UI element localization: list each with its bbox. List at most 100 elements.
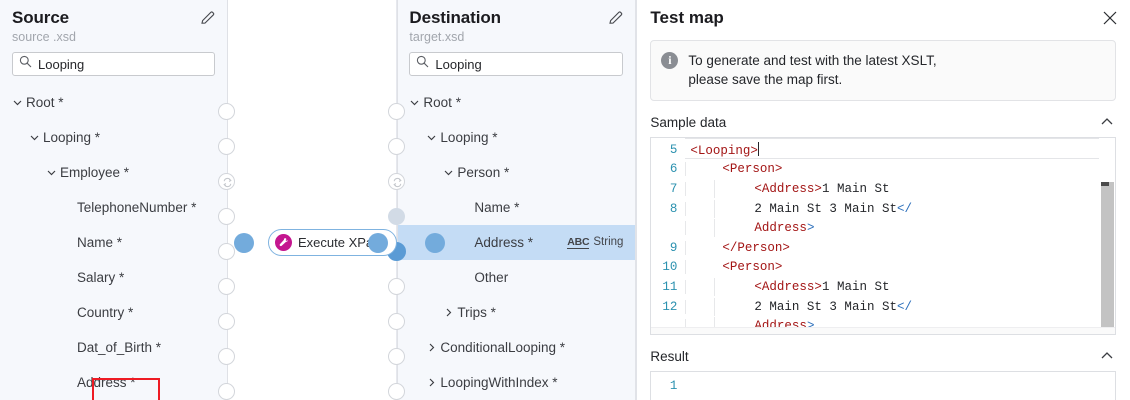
tree-row-label: ConditionalLooping * xyxy=(440,340,566,355)
banner-line-2: please save the map first. xyxy=(688,72,843,87)
tree-row[interactable]: TelephoneNumber * xyxy=(0,190,227,225)
tree-row[interactable]: Address * xyxy=(0,365,227,400)
line-number: 1 xyxy=(669,378,678,393)
code-line[interactable]: 10<Person> xyxy=(651,258,1115,278)
chevron-down-icon[interactable] xyxy=(27,132,41,143)
connection-handle[interactable] xyxy=(388,138,406,155)
connection-handle[interactable] xyxy=(218,348,235,365)
editor-vertical-scrollbar[interactable] xyxy=(1101,139,1114,334)
active-line-bottom-border xyxy=(685,158,1099,159)
tree-row[interactable]: Salary * xyxy=(0,260,227,295)
text-caret xyxy=(757,141,759,156)
connection-handle[interactable] xyxy=(388,103,406,120)
tree-row[interactable]: Employee * xyxy=(0,155,227,190)
code-line[interactable]: 9</Person> xyxy=(651,238,1115,258)
close-icon[interactable] xyxy=(1100,8,1120,28)
line-number: 11 xyxy=(662,279,678,294)
editor-horizontal-scrollbar[interactable] xyxy=(651,327,1115,334)
tree-row[interactable]: Person * xyxy=(397,155,635,190)
tree-row[interactable]: Name * xyxy=(397,190,635,225)
destination-search-input[interactable] xyxy=(435,56,617,72)
connection-handle[interactable] xyxy=(388,208,406,225)
line-number: 10 xyxy=(662,260,678,275)
connection-handle[interactable] xyxy=(218,103,235,120)
tree-row-label: Dat_of_Birth * xyxy=(77,340,162,355)
pencil-icon[interactable] xyxy=(199,9,217,27)
destination-search-box[interactable] xyxy=(409,52,624,76)
code-text: <Address>1 Main St xyxy=(685,277,1115,296)
sample-data-section-header[interactable]: Sample data xyxy=(636,101,1130,137)
pencil-icon[interactable] xyxy=(607,9,625,27)
tree-row-label: Person * xyxy=(457,165,510,180)
result-code[interactable]: 1 xyxy=(651,372,1115,396)
connection-handle[interactable] xyxy=(388,383,406,400)
save-map-info-banner: i To generate and test with the latest X… xyxy=(650,40,1116,101)
node-input-port[interactable] xyxy=(234,233,254,253)
loop-handle[interactable] xyxy=(218,173,235,190)
code-line[interactable]: 1 xyxy=(651,376,1115,396)
chevron-down-icon[interactable] xyxy=(441,167,455,178)
tree-row[interactable]: Name * xyxy=(0,225,227,260)
tree-row[interactable]: Dat_of_Birth * xyxy=(0,330,227,365)
result-section-header[interactable]: Result xyxy=(636,335,1130,371)
connection-handle[interactable] xyxy=(218,208,235,225)
connection-handle[interactable] xyxy=(218,313,235,330)
chevron-right-icon[interactable] xyxy=(441,307,455,318)
chevron-down-icon[interactable] xyxy=(407,97,421,108)
chevron-down-icon[interactable] xyxy=(424,132,438,143)
connection-handle[interactable] xyxy=(388,278,406,295)
destination-schema-panel: Destination target.xsd Root *Looping *Pe… xyxy=(387,0,637,400)
xpath-function-icon xyxy=(275,234,292,251)
result-vertical-scrollbar[interactable] xyxy=(1101,373,1114,400)
connection-handle[interactable] xyxy=(218,138,235,155)
tree-row[interactable]: Root * xyxy=(397,85,635,120)
indent-guide xyxy=(714,317,716,334)
destination-panel-title: Destination xyxy=(409,8,501,27)
tree-row[interactable]: ConditionalLooping * xyxy=(397,330,635,365)
tree-row[interactable]: LoopingWithIndex * xyxy=(397,365,635,400)
line-number: 5 xyxy=(669,142,678,157)
chevron-up-icon[interactable] xyxy=(1098,347,1116,365)
tree-row[interactable]: Root * xyxy=(0,85,227,120)
code-text: Address> xyxy=(685,219,1115,238)
mapping-canvas[interactable]: Execute XPath xyxy=(228,0,445,400)
connection-handle[interactable] xyxy=(218,278,235,295)
code-line[interactable]: 6<Person> xyxy=(651,160,1115,180)
connection-handle[interactable] xyxy=(218,383,235,400)
execute-xpath-node-label: Execute XPath xyxy=(298,235,384,250)
tree-row[interactable]: Trips * xyxy=(397,295,635,330)
node-output-port[interactable] xyxy=(368,233,388,253)
connection-handle[interactable] xyxy=(388,313,406,330)
result-editor[interactable]: 1 xyxy=(650,371,1116,400)
rail-line xyxy=(396,0,398,400)
tree-row[interactable]: Looping * xyxy=(397,120,635,155)
code-line[interactable]: Address> xyxy=(651,218,1115,238)
chevron-down-icon[interactable] xyxy=(10,97,24,108)
code-line[interactable]: 7<Address>1 Main St xyxy=(651,179,1115,199)
line-number xyxy=(651,221,685,235)
indent-guide xyxy=(714,277,716,296)
source-search-box[interactable] xyxy=(12,52,215,76)
chevron-down-icon[interactable] xyxy=(44,167,58,178)
tree-row[interactable]: Other xyxy=(397,260,635,295)
line-number: 8 xyxy=(669,201,678,216)
loop-handle[interactable] xyxy=(388,173,406,190)
destination-target-port[interactable] xyxy=(425,233,445,253)
connection-handle[interactable] xyxy=(388,348,406,365)
chevron-up-icon[interactable] xyxy=(1098,113,1116,131)
connection-handle[interactable] xyxy=(218,243,235,260)
tree-row-label: Looping * xyxy=(440,130,498,145)
source-search-input[interactable] xyxy=(38,56,208,72)
code-line[interactable]: 11 <Address>1 Main St xyxy=(651,277,1115,297)
tree-row[interactable]: Country * xyxy=(0,295,227,330)
code-line[interactable]: 5<Looping> xyxy=(651,140,1115,160)
tree-row[interactable]: Looping * xyxy=(0,120,227,155)
chevron-right-icon[interactable] xyxy=(424,377,438,388)
chevron-right-icon[interactable] xyxy=(424,342,438,353)
editor-scroll-thumb[interactable] xyxy=(1101,182,1114,334)
